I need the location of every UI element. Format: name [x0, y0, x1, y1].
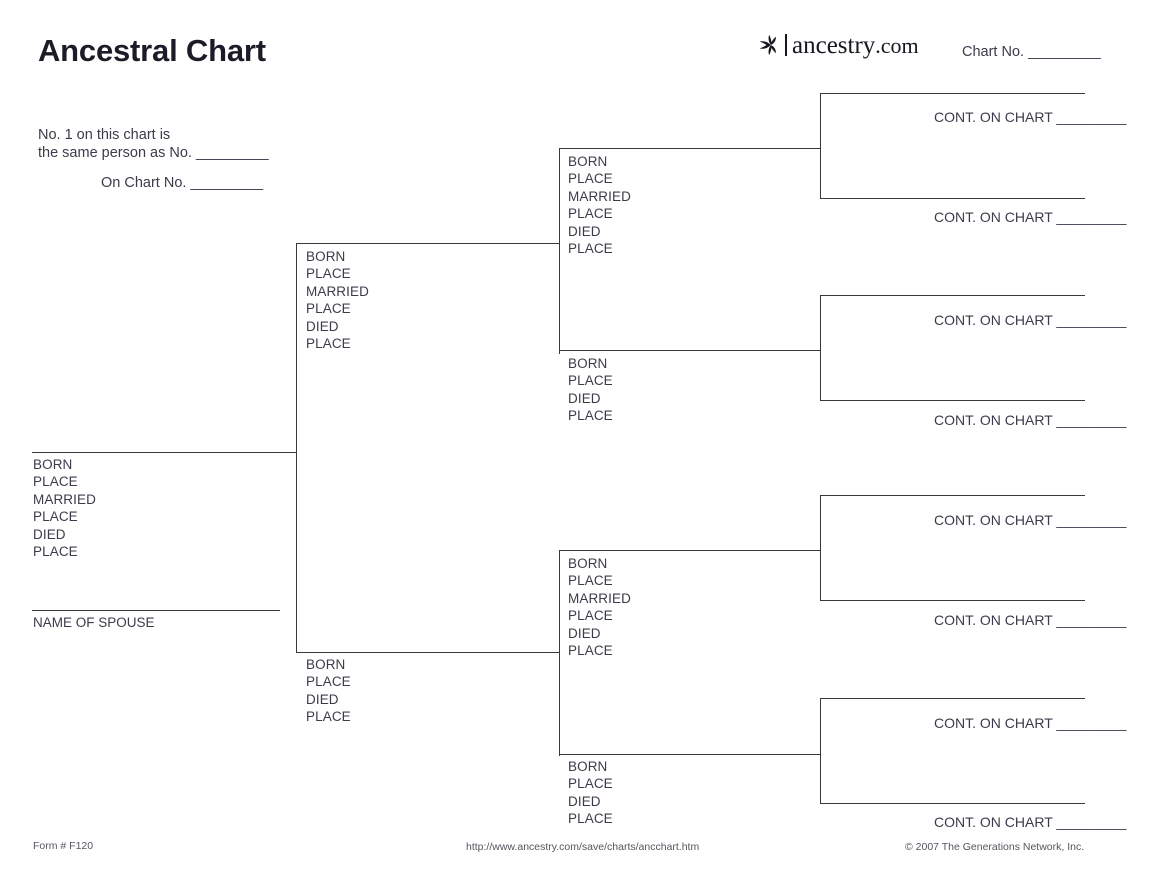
field-place: PLACE [33, 474, 78, 490]
field-place: PLACE [568, 171, 613, 187]
field-died: DIED [568, 793, 601, 809]
gen4-3-name-line[interactable] [820, 295, 1085, 296]
brand-wordmark: ancestry.com [792, 33, 919, 58]
field-died: DIED [568, 625, 601, 641]
field-born: BORN [568, 759, 608, 774]
field-place: PLACE [306, 336, 351, 352]
connector-gen3-bottom-vertical [559, 550, 560, 756]
gen4-5-name-line[interactable] [820, 495, 1085, 496]
brand-divider [785, 34, 787, 56]
gen4-4-cont-on-chart[interactable]: CONT. ON CHART _________ [934, 412, 1127, 428]
field-born: BORN [568, 556, 608, 571]
gen4-8-name-line[interactable] [820, 803, 1085, 804]
field-place: PLACE [306, 301, 351, 317]
gen4-1-cont-on-chart[interactable]: CONT. ON CHART _________ [934, 109, 1127, 125]
field-born: BORN [568, 154, 608, 169]
gen3-4-name-line[interactable] [559, 754, 821, 755]
field-place: PLACE [568, 373, 613, 389]
form-number: Form # F120 [33, 840, 94, 852]
gen4-8-cont-on-chart[interactable]: CONT. ON CHART _________ [934, 814, 1127, 830]
gen4-2-cont-on-chart[interactable]: CONT. ON CHART _________ [934, 209, 1127, 225]
person-1-spouse-label: NAME OF SPOUSE [33, 615, 155, 630]
field-place: PLACE [568, 241, 613, 257]
field-born: BORN [306, 657, 346, 672]
gen3-1-fields: BORN PLACE MARRIED PLACE DIED PLACE [568, 153, 631, 257]
brand-name: ancestry [792, 31, 876, 59]
field-married: MARRIED [568, 188, 631, 204]
gen4-7-name-line[interactable] [820, 698, 1085, 699]
spouse-name-line[interactable] [32, 610, 280, 611]
gen2-mother-fields: BORN PLACE DIED PLACE [306, 656, 351, 726]
field-born: BORN [568, 356, 608, 371]
gen3-3-name-line[interactable] [559, 550, 821, 551]
field-died: DIED [306, 318, 339, 334]
same-person-note-line2[interactable]: the same person as No. _________ [38, 145, 269, 161]
connector-person1-gen2 [272, 452, 297, 453]
field-place: PLACE [568, 206, 613, 222]
gen2-mother-name-line[interactable] [296, 652, 550, 653]
gen4-bracket-3-vertical [820, 495, 821, 601]
gen4-6-name-line[interactable] [820, 600, 1085, 601]
field-place: PLACE [568, 811, 613, 827]
field-married: MARRIED [568, 590, 631, 606]
gen4-6-cont-on-chart[interactable]: CONT. ON CHART _________ [934, 612, 1127, 628]
copyright-notice: © 2007 The Generations Network, Inc. [905, 841, 1085, 853]
person-1-fields: BORN PLACE MARRIED PLACE DIED PLACE [33, 456, 96, 560]
field-married: MARRIED [306, 283, 369, 299]
field-died: DIED [306, 691, 339, 707]
field-place: PLACE [306, 674, 351, 690]
field-place: PLACE [306, 266, 351, 282]
person-1-name-line[interactable] [32, 452, 296, 453]
chart-number-field[interactable]: Chart No. _________ [962, 44, 1101, 60]
connector-father-gen3 [535, 243, 560, 244]
source-url[interactable]: http://www.ancestry.com/save/charts/ancc… [466, 841, 700, 853]
gen4-5-cont-on-chart[interactable]: CONT. ON CHART _________ [934, 512, 1127, 528]
field-place: PLACE [33, 544, 78, 560]
field-died: DIED [568, 390, 601, 406]
gen4-4-name-line[interactable] [820, 400, 1085, 401]
gen4-2-name-line[interactable] [820, 198, 1085, 199]
field-born: BORN [306, 249, 346, 264]
gen3-1-name-line[interactable] [559, 148, 821, 149]
ancestry-leaf-icon [759, 34, 776, 56]
field-died: DIED [568, 223, 601, 239]
gen3-3-fields: BORN PLACE MARRIED PLACE DIED PLACE [568, 555, 631, 659]
field-place: PLACE [568, 776, 613, 792]
field-married: MARRIED [33, 491, 96, 507]
gen4-bracket-1-vertical [820, 93, 821, 199]
page-title: Ancestral Chart [38, 33, 266, 68]
gen3-2-fields: BORN PLACE DIED PLACE [568, 355, 613, 425]
gen4-3-cont-on-chart[interactable]: CONT. ON CHART _________ [934, 312, 1127, 328]
gen4-1-name-line[interactable] [820, 93, 1085, 94]
field-born: BORN [33, 457, 73, 472]
brand-tld: .com [875, 32, 919, 58]
gen2-father-name-line[interactable] [296, 243, 550, 244]
field-died: DIED [33, 526, 66, 542]
connector-gen3-top-vertical [559, 148, 560, 354]
gen3-4-fields: BORN PLACE DIED PLACE [568, 758, 613, 828]
field-place: PLACE [568, 643, 613, 659]
connector-gen2-vertical [296, 243, 297, 653]
connector-mother-gen3 [535, 652, 560, 653]
ancestry-brand-logo: ancestry.com [758, 30, 919, 60]
gen4-bracket-2-vertical [820, 295, 821, 401]
gen3-2-name-line[interactable] [559, 350, 821, 351]
gen4-bracket-4-vertical [820, 698, 821, 804]
field-place: PLACE [568, 408, 613, 424]
same-person-note-line1: No. 1 on this chart is [38, 127, 171, 143]
field-place: PLACE [568, 608, 613, 624]
gen2-father-fields: BORN PLACE MARRIED PLACE DIED PLACE [306, 248, 369, 352]
field-place: PLACE [33, 509, 78, 525]
field-place: PLACE [568, 573, 613, 589]
gen4-7-cont-on-chart[interactable]: CONT. ON CHART _________ [934, 715, 1127, 731]
on-chart-no-field[interactable]: On Chart No. _________ [101, 175, 264, 191]
field-place: PLACE [306, 709, 351, 725]
